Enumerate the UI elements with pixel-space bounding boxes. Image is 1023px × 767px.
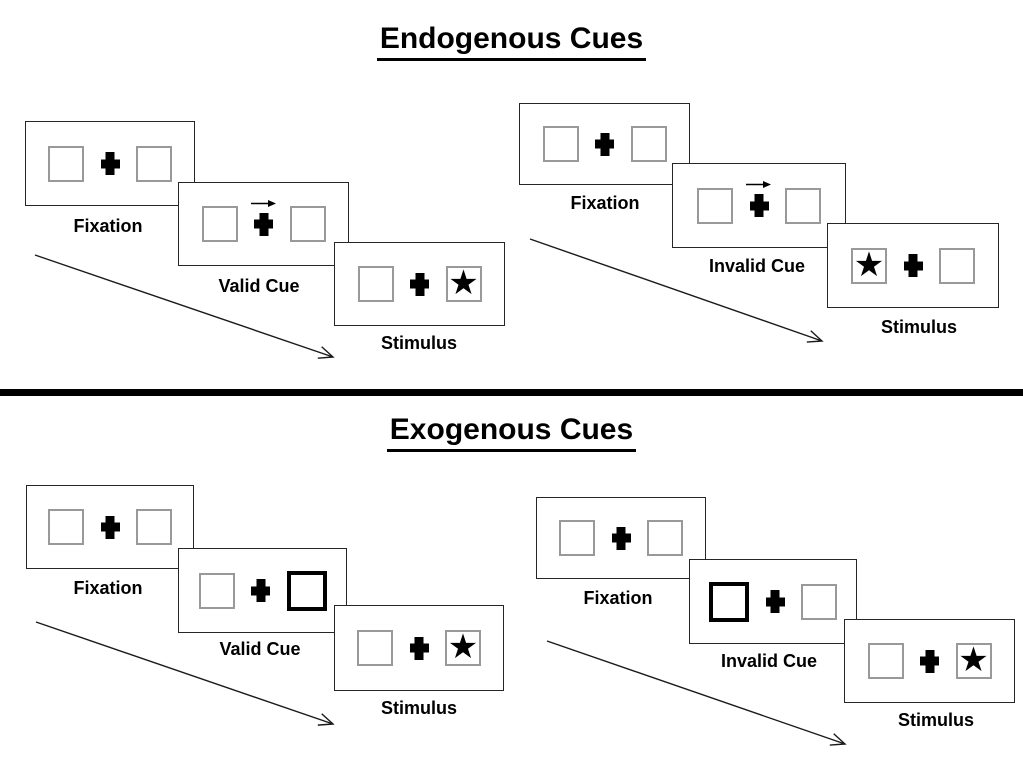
valid-cue-panel	[178, 182, 349, 266]
step-label-cue: Valid Cue	[219, 639, 301, 659]
invalid-cue-panel	[672, 163, 846, 248]
stimulus-panel: ★	[334, 605, 504, 691]
right-arrow-cue-icon	[746, 181, 771, 188]
fixation-cross-icon	[251, 579, 270, 602]
section-title-text: Endogenous Cues	[376, 22, 647, 61]
center-area	[99, 122, 121, 205]
step-label-fixation: Fixation	[73, 216, 143, 236]
left-box	[357, 630, 393, 666]
step-label-fixation: Fixation	[583, 588, 653, 608]
stimulus-panel: ★	[827, 223, 999, 308]
fixation-cross-icon	[750, 194, 769, 217]
sequence-arrow	[546, 640, 847, 746]
center-area	[250, 183, 276, 265]
fixation-cross-icon	[612, 527, 631, 550]
sequence-arrow	[35, 621, 335, 726]
center-area	[919, 620, 941, 702]
step-label-stimulus: Stimulus	[380, 333, 457, 353]
fixation-cross-icon	[410, 273, 429, 296]
fixation-panel	[25, 121, 195, 206]
fixation-cross-icon	[766, 590, 785, 613]
center-area	[746, 164, 771, 247]
left-box	[867, 643, 904, 679]
fixation-panel	[519, 103, 690, 185]
left-box	[201, 206, 238, 242]
step-label-cue: Valid Cue	[218, 276, 300, 296]
right-box	[630, 126, 667, 162]
center-area	[409, 243, 431, 325]
left-box	[48, 509, 84, 545]
right-box	[939, 247, 975, 284]
right-box	[801, 583, 837, 620]
right-box-with-star: ★	[445, 264, 482, 302]
sequence-arrow	[529, 238, 824, 343]
sequence-arrow	[34, 254, 335, 359]
step-label-stimulus: Stimulus	[880, 317, 957, 337]
left-box	[357, 266, 394, 302]
step-label-stimulus: Stimulus	[897, 710, 974, 730]
right-box	[136, 145, 172, 182]
fixation-cross-icon	[595, 133, 614, 156]
step-label-cue: Invalid Cue	[708, 256, 806, 276]
center-area	[902, 224, 924, 307]
star-stimulus-icon: ★	[958, 641, 989, 679]
stimulus-panel: ★	[334, 242, 505, 326]
section-divider	[0, 389, 1023, 396]
fixation-cross-icon	[101, 516, 120, 539]
stimulus-panel: ★	[844, 619, 1015, 703]
center-area	[610, 498, 632, 578]
left-box	[559, 520, 595, 556]
step-label-cue: Invalid Cue	[720, 651, 818, 671]
fixation-panel	[26, 485, 194, 569]
right-box	[289, 206, 326, 242]
left-box	[697, 187, 733, 224]
fixation-cross-icon	[254, 213, 273, 236]
step-label-fixation: Fixation	[570, 193, 640, 213]
right-box	[647, 520, 683, 556]
star-stimulus-icon: ★	[448, 264, 479, 302]
valid-cue-panel	[178, 548, 347, 633]
right-box	[136, 509, 172, 545]
section-title-endogenous: Endogenous Cues	[0, 22, 1023, 61]
section-title-text: Exogenous Cues	[386, 413, 637, 452]
fixation-cross-icon	[410, 637, 429, 660]
left-box	[542, 126, 579, 162]
left-box	[48, 145, 84, 182]
center-area	[408, 606, 430, 690]
center-area	[594, 104, 616, 184]
fixation-panel	[536, 497, 706, 579]
right-arrow-cue-icon	[250, 200, 276, 207]
center-area	[99, 486, 121, 568]
star-stimulus-icon: ★	[447, 628, 479, 666]
center-area	[764, 560, 786, 643]
right-box-highlight-cue	[286, 570, 327, 611]
right-box-with-star: ★	[445, 630, 481, 666]
left-box	[198, 572, 235, 609]
right-box-with-star: ★	[955, 641, 992, 679]
star-stimulus-icon: ★	[853, 245, 885, 284]
right-box	[785, 187, 821, 224]
fixation-cross-icon	[904, 254, 923, 277]
step-label-fixation: Fixation	[73, 578, 143, 598]
invalid-cue-panel	[689, 559, 857, 644]
fixation-cross-icon	[920, 650, 939, 673]
fixation-cross-icon	[101, 152, 120, 175]
step-label-stimulus: Stimulus	[380, 698, 457, 718]
center-area	[250, 549, 272, 632]
left-box-highlight-cue	[709, 581, 749, 622]
left-box-with-star: ★	[851, 245, 887, 284]
section-title-exogenous: Exogenous Cues	[0, 413, 1023, 452]
